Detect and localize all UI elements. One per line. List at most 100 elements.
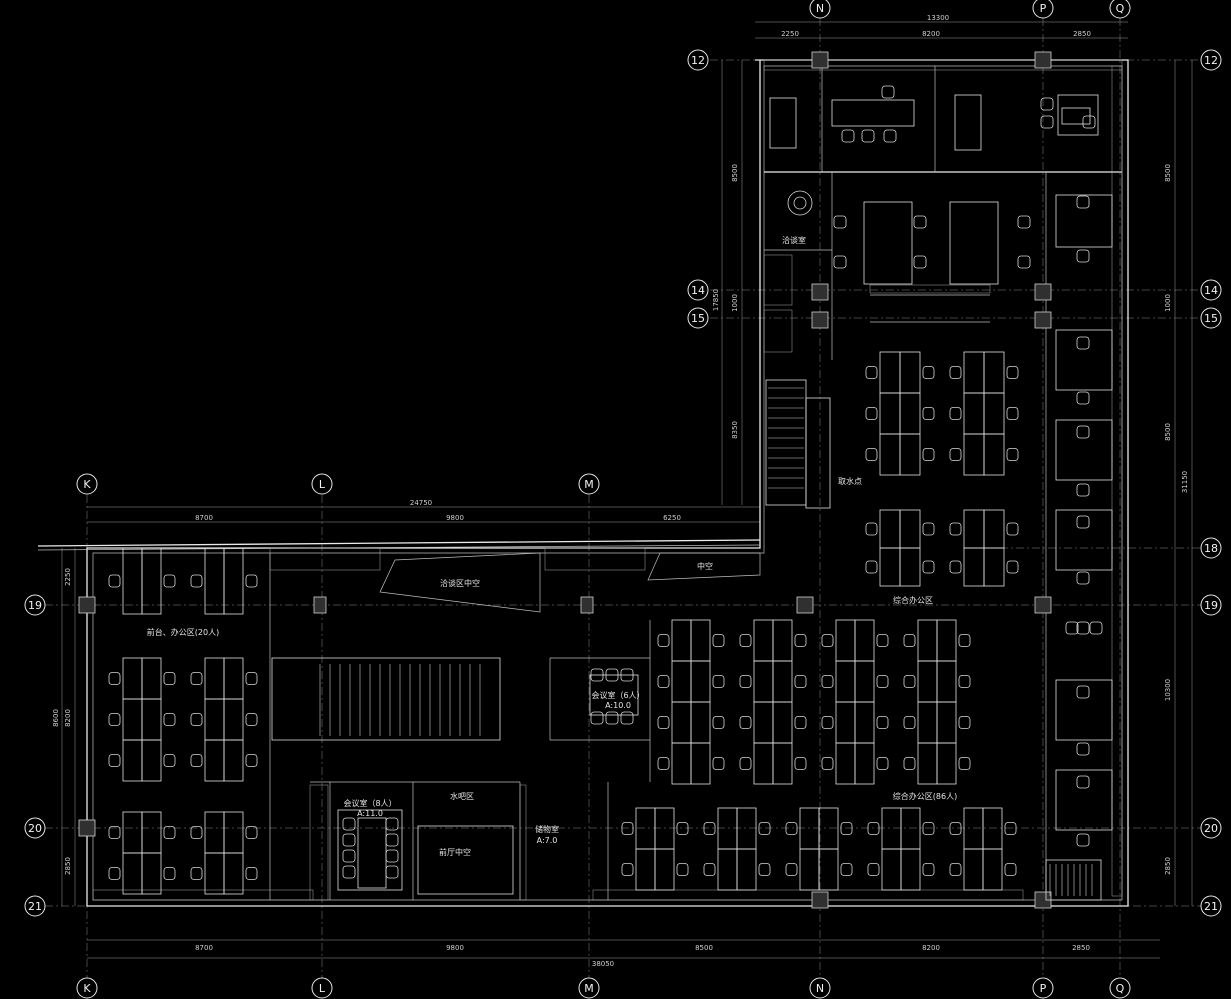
desk xyxy=(753,619,774,662)
chair xyxy=(876,757,889,770)
desk xyxy=(772,742,793,785)
desk xyxy=(917,660,938,703)
wall-hatching xyxy=(92,59,1123,901)
desk xyxy=(854,701,875,744)
dim-vert-d: 8350 xyxy=(731,421,739,439)
chair xyxy=(190,574,203,588)
dim-left-2: 8200 xyxy=(64,709,72,727)
desk xyxy=(223,852,244,895)
chair xyxy=(1006,560,1019,574)
chair xyxy=(245,713,258,726)
desk xyxy=(983,392,1005,435)
chair xyxy=(922,366,935,379)
desk xyxy=(936,619,957,662)
dim-mid-1: 8700 xyxy=(195,514,213,522)
chair xyxy=(867,863,880,876)
desk xyxy=(835,701,856,744)
desk xyxy=(963,351,985,394)
desk xyxy=(936,701,957,744)
chair xyxy=(922,448,935,461)
chair xyxy=(342,817,356,831)
chair xyxy=(758,863,771,876)
svg-text:Q: Q xyxy=(1116,982,1125,995)
desk xyxy=(799,807,820,850)
svg-text:20: 20 xyxy=(28,822,42,835)
svg-text:19: 19 xyxy=(28,599,42,612)
dim-right-4: 10300 xyxy=(1164,679,1172,701)
chair xyxy=(840,863,853,876)
desk xyxy=(671,619,692,662)
chair xyxy=(758,822,771,835)
row-bubble-right-19: 19 xyxy=(1200,594,1222,616)
dim-left-4: 2850 xyxy=(64,857,72,875)
row-bubble-lefttop-12: 12 xyxy=(687,49,709,71)
desk xyxy=(899,351,921,394)
desk xyxy=(717,807,738,850)
dim-right-3: 8500 xyxy=(1164,423,1172,441)
chair xyxy=(1004,822,1017,835)
desk xyxy=(899,392,921,435)
row-bubble-right-21: 21 xyxy=(1200,895,1222,917)
svg-text:15: 15 xyxy=(691,312,705,325)
chair xyxy=(163,754,176,767)
desk xyxy=(772,619,793,662)
chair xyxy=(676,863,689,876)
room-label-negotiation: 洽谈室 xyxy=(782,235,806,245)
stairs xyxy=(271,379,1102,901)
dim-right-total: 31150 xyxy=(1181,471,1189,493)
svg-text:14: 14 xyxy=(1204,284,1218,297)
desk xyxy=(204,739,225,782)
row-bubble-right-12: 12 xyxy=(1200,49,1222,71)
desk xyxy=(122,852,143,895)
desk xyxy=(654,848,675,891)
desk xyxy=(753,742,774,785)
chair xyxy=(190,672,203,685)
room-label-meeting-6-area: A:10.0 xyxy=(605,701,631,710)
desk xyxy=(899,433,921,476)
chair xyxy=(922,560,935,574)
svg-text:L: L xyxy=(319,478,326,491)
svg-text:P: P xyxy=(1040,982,1047,995)
desk xyxy=(917,742,938,785)
desk xyxy=(141,547,162,615)
dim-mid-3: 6250 xyxy=(663,514,681,522)
chair xyxy=(949,822,962,835)
desk xyxy=(983,433,1005,476)
chair xyxy=(739,716,752,729)
desk xyxy=(671,660,692,703)
atrium-voids xyxy=(379,552,761,895)
svg-text:P: P xyxy=(1040,2,1047,15)
desk xyxy=(963,848,984,891)
chair xyxy=(605,711,619,725)
desk xyxy=(982,807,1003,850)
desk xyxy=(879,433,901,476)
desk xyxy=(122,657,143,700)
chair xyxy=(922,407,935,420)
chair xyxy=(1006,407,1019,420)
axis-bubble-bottom-L: L xyxy=(311,977,333,999)
chair xyxy=(657,716,670,729)
desk xyxy=(690,619,711,662)
desk xyxy=(772,660,793,703)
desk xyxy=(917,619,938,662)
top-rooms-furniture xyxy=(337,94,1113,891)
chair xyxy=(1017,255,1031,269)
desk xyxy=(736,848,757,891)
desk xyxy=(223,739,244,782)
chair xyxy=(1076,515,1090,529)
desk xyxy=(141,811,162,854)
desk xyxy=(963,509,985,549)
dim-bottom-3: 8500 xyxy=(695,944,713,952)
dim-mid-total: 24750 xyxy=(410,499,432,507)
desk xyxy=(900,807,921,850)
desk xyxy=(854,742,875,785)
chair xyxy=(245,672,258,685)
svg-text:14: 14 xyxy=(691,284,705,297)
chair xyxy=(703,822,716,835)
room-labels: 洽谈室 取水点 综合办公区 综合办公区(86人) 会议室（6人） A:10.0 … xyxy=(147,235,957,857)
chair xyxy=(1006,366,1019,379)
chair xyxy=(922,522,935,536)
axis-bubble-top-Q: Q xyxy=(1109,0,1131,19)
row-bubble-left-21: 21 xyxy=(24,895,46,917)
grid-lines xyxy=(45,18,1205,980)
